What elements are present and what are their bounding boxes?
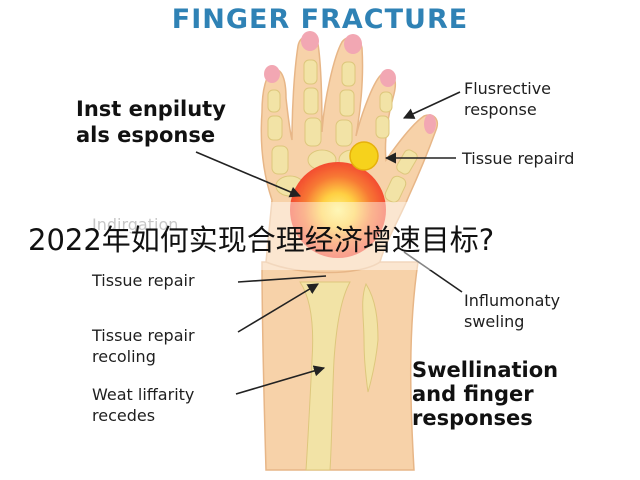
label-flusrective-line2: response — [464, 100, 537, 119]
label-tissue-repair: Tissue repair — [92, 271, 195, 290]
arrow-left-heading — [195, 151, 302, 198]
overlay-banner — [0, 202, 640, 270]
label-left-heading-line1: Inst enpiluty — [76, 97, 226, 121]
inflammation-zone — [290, 162, 386, 258]
label-swellination: Swellination and finger responses — [412, 358, 558, 430]
nail-middle — [301, 31, 319, 51]
label-swellination-line3: responses — [412, 406, 533, 430]
diagram-title: FINGER FRACTURE — [171, 4, 469, 35]
label-left-heading-line2: als esponse — [76, 123, 216, 147]
overlay-caption: 2022年如何实现合理经济增速目标? — [28, 223, 495, 257]
label-weat-line2: recedes — [92, 406, 156, 425]
label-tissue-repair-recoling: Tissue repair recoling — [92, 325, 195, 367]
label-recoling-line1: Tissue repair — [92, 326, 195, 345]
label-recoling-line2: recoling — [92, 347, 156, 366]
label-weat-line1: Weat liffarity — [92, 385, 195, 404]
nail-index — [264, 65, 280, 83]
label-flusrective: Flusrective response — [464, 78, 551, 120]
nail-pinky — [380, 69, 396, 87]
label-swellination-line2: and finger — [412, 382, 534, 406]
finger-bones — [267, 59, 418, 203]
label-weat-liffarity: Weat liffarity recedes — [92, 384, 194, 426]
forearm-shape — [261, 261, 419, 471]
tissue-marker — [349, 141, 379, 171]
arrow-tissue-repair — [237, 275, 327, 283]
ulna-bone — [362, 282, 379, 393]
nail-ring — [344, 34, 362, 54]
arrow-weat — [235, 365, 326, 395]
arrow-influmonaty — [403, 251, 463, 293]
label-flusrective-line1: Flusrective — [464, 79, 552, 98]
arrow-flusrective — [402, 91, 461, 119]
arrow-recoling — [237, 283, 319, 333]
label-indirgation: Indirgation — [92, 215, 179, 234]
label-left-heading: Inst enpiluty als esponse — [76, 96, 226, 148]
nail-thumb — [424, 114, 436, 134]
label-tissue-repaird: Tissue repaird — [462, 149, 575, 168]
label-swellination-line1: Swellination — [412, 358, 559, 382]
leader-arrows — [195, 91, 463, 395]
label-influmonaty-line2: sweling — [464, 312, 525, 331]
label-influmonaty-line1: Influmonaty — [464, 291, 561, 310]
label-influmonaty: Influmonaty sweling — [464, 290, 560, 332]
